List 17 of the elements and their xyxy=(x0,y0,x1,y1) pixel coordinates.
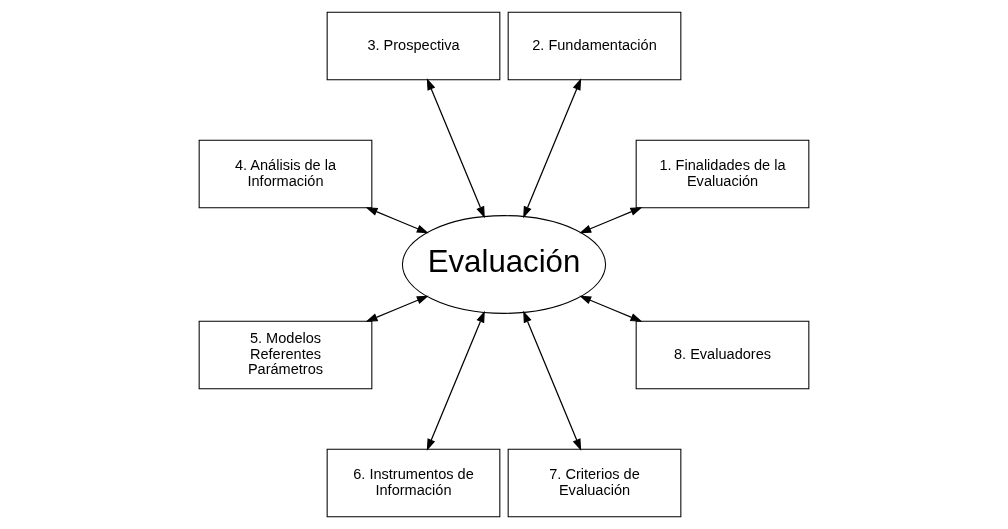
node-ellipse: Evaluación xyxy=(401,215,607,314)
arrow xyxy=(426,310,485,451)
node-box: 6. Instrumentos de Información xyxy=(326,448,501,518)
node-box: 8. Evaluadores xyxy=(635,320,810,390)
node-box: 1. Finalidades de la Evaluación xyxy=(635,139,810,209)
arrow xyxy=(523,310,582,451)
node-box: 7. Criterios de Evaluación xyxy=(507,448,682,518)
node-box: 3. Prospectiva xyxy=(326,11,501,81)
arrow xyxy=(365,207,429,234)
node-box: 5. Modelos Referentes Parámetros xyxy=(198,320,373,390)
arrow xyxy=(523,78,582,219)
arrow xyxy=(365,295,429,322)
arrow xyxy=(579,295,643,322)
arrow xyxy=(426,78,485,219)
arrow xyxy=(579,207,643,234)
node-box: 4. Análisis de la Información xyxy=(198,139,373,209)
node-box: 2. Fundamentación xyxy=(507,11,682,81)
